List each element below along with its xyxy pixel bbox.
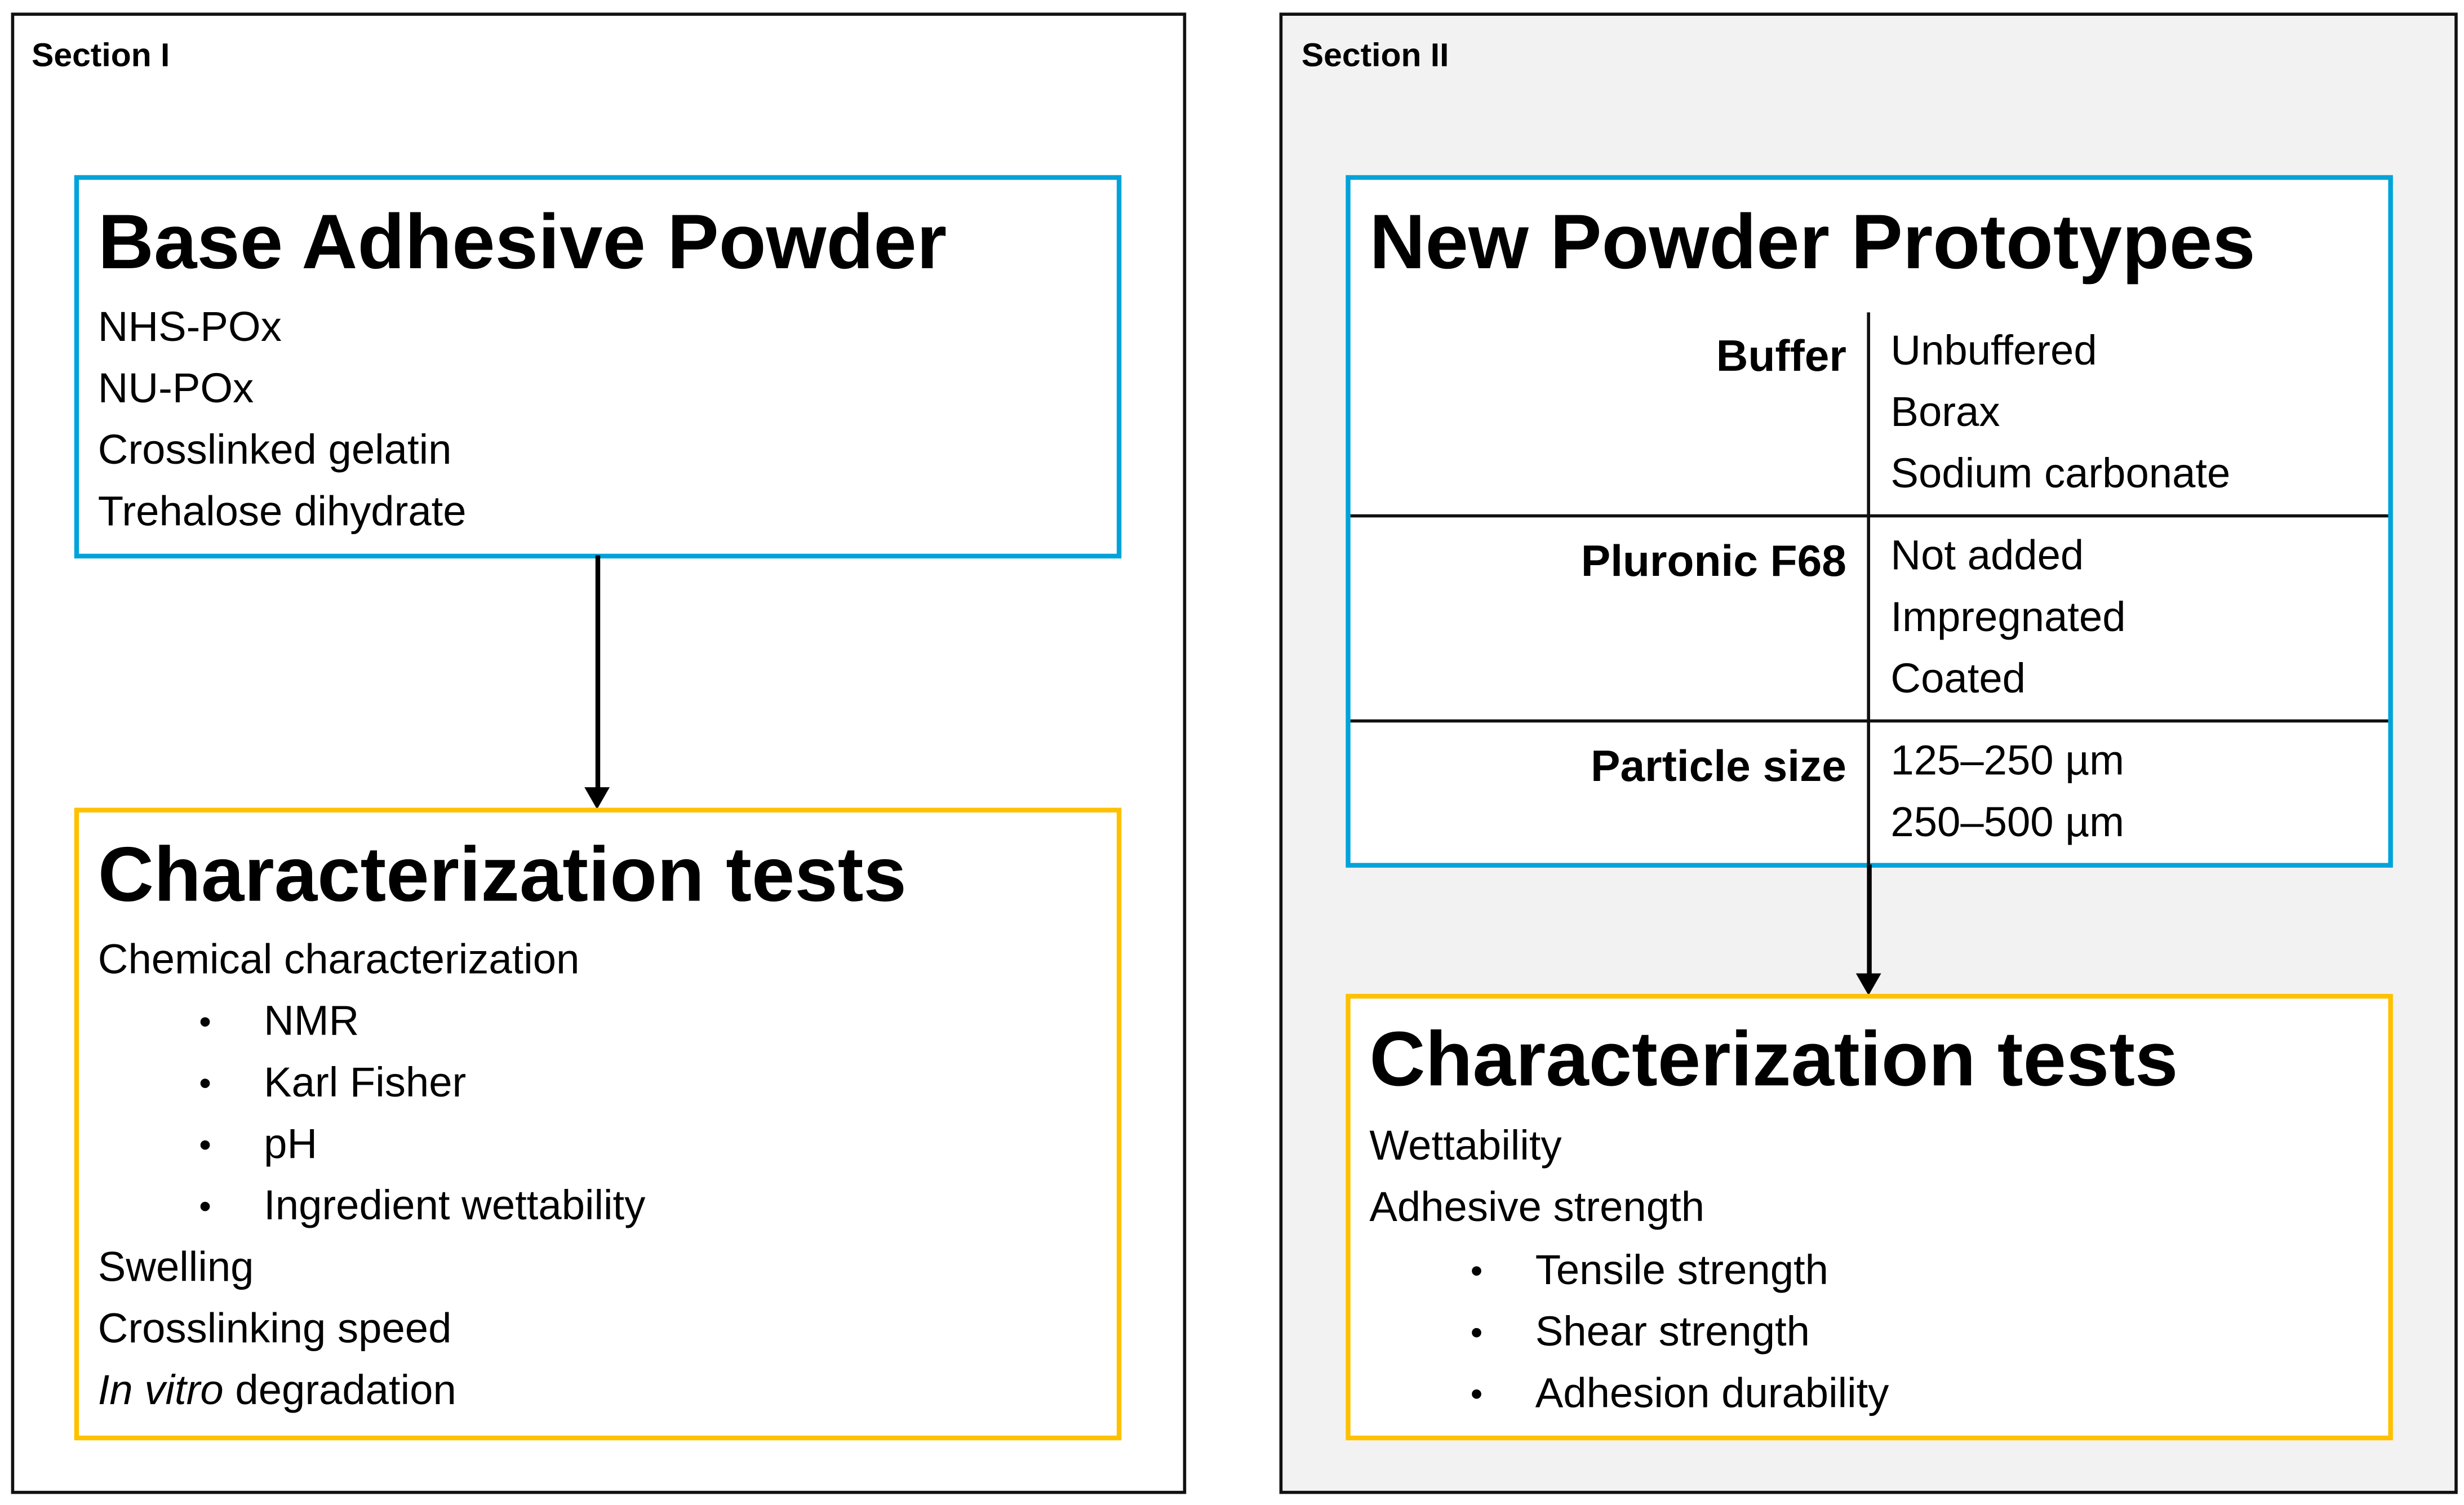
pluronic-value: Not added	[1890, 531, 2084, 579]
tests-1-title: Characterization tests	[97, 833, 907, 918]
base-item: NHS-POx	[97, 303, 282, 350]
buffer-value: Borax	[1890, 388, 2000, 436]
tests-1-sub-item: pH	[264, 1120, 318, 1167]
row-label-pluronic: Pluronic F68	[1580, 536, 1846, 585]
arrow-2-shaft	[1867, 864, 1872, 975]
bullet-icon: •	[1470, 1251, 1483, 1291]
row-label-buffer: Buffer	[1716, 331, 1846, 380]
table-row-divider	[1350, 719, 2388, 723]
buffer-value: Unbuffered	[1890, 326, 2097, 374]
base-item: Crosslinked gelatin	[97, 425, 452, 473]
tests-2-sub-item: Shear strength	[1535, 1308, 1810, 1356]
pluronic-value: Coated	[1890, 654, 2026, 702]
tests-2-sub-item: Tensile strength	[1535, 1246, 1829, 1294]
particle-size-value: 125–250 µm	[1890, 736, 2124, 784]
tests-1-sub-item: Karl Fisher	[264, 1058, 467, 1106]
tests-1-item: Crosslinking speed	[97, 1304, 452, 1352]
tests-2-title: Characterization tests	[1369, 1017, 2178, 1103]
bullet-icon: •	[199, 1125, 211, 1165]
arrow-2-head	[1855, 973, 1881, 996]
table-vertical-divider	[1867, 312, 1870, 865]
row-label-particle-size: Particle size	[1591, 741, 1846, 791]
bullet-icon: •	[1470, 1312, 1483, 1352]
bullet-icon: •	[199, 1063, 211, 1103]
in-vitro-italic: In vitro	[97, 1366, 224, 1414]
base-item: NU-POx	[97, 364, 254, 412]
tests-1-item-in-vitro: In vitro degradation	[98, 1360, 456, 1421]
arrow-1-head	[584, 787, 610, 810]
characterization-tests-box-1	[74, 807, 1122, 1441]
base-powder-title: Base Adhesive Powder	[97, 200, 947, 286]
tests-1-sub-item: Ingredient wettability	[264, 1182, 646, 1229]
prototypes-title: New Powder Prototypes	[1369, 200, 2256, 286]
tests-2-item: Wettability	[1369, 1121, 1562, 1169]
tests-2-item: Adhesive strength	[1369, 1183, 1705, 1231]
tests-1-sub-item: NMR	[264, 997, 359, 1045]
arrow-1-shaft	[595, 555, 601, 789]
section-2-label: Section II	[1301, 38, 1449, 74]
base-adhesive-powder-box	[74, 175, 1122, 559]
tests-1-item: Swelling	[97, 1243, 254, 1291]
section-1-label: Section I	[32, 38, 170, 74]
degradation-text: degradation	[223, 1366, 456, 1414]
bullet-icon: •	[199, 1186, 211, 1226]
tests-1-heading: Chemical characterization	[97, 935, 580, 983]
pluronic-value: Impregnated	[1890, 593, 2126, 641]
characterization-tests-box-2	[1346, 993, 2393, 1441]
particle-size-value: 250–500 µm	[1890, 798, 2124, 846]
buffer-value: Sodium carbonate	[1890, 449, 2231, 497]
tests-2-sub-item: Adhesion durability	[1535, 1369, 1889, 1417]
bullet-icon: •	[199, 1001, 211, 1041]
bullet-icon: •	[1470, 1374, 1483, 1414]
base-item: Trehalose dihydrate	[97, 487, 467, 535]
table-row-divider	[1350, 514, 2388, 518]
